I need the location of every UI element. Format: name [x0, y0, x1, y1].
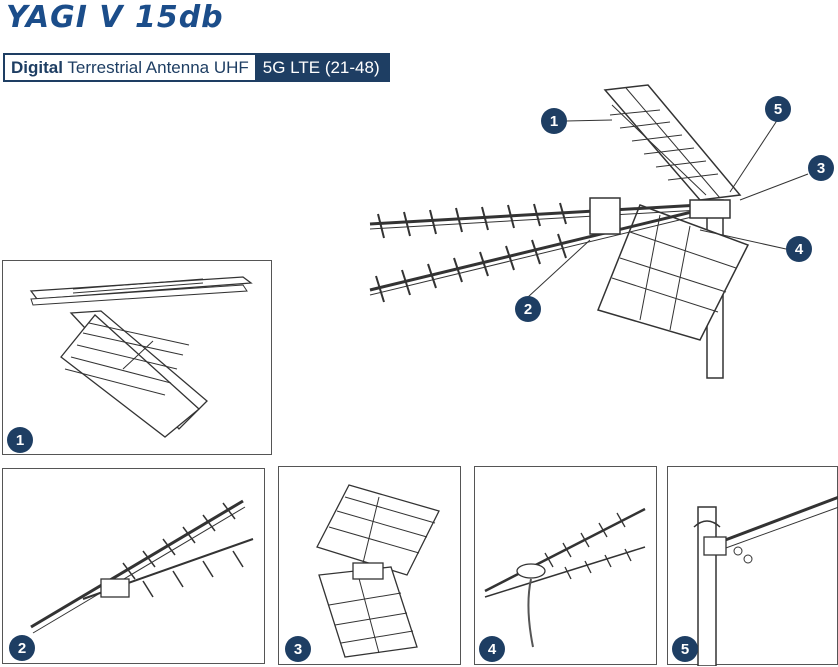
- subtitle-highlight: 5G LTE (21-48): [254, 55, 388, 80]
- step-badge-3: 3: [285, 636, 311, 662]
- upper-yagi-boom: [369, 203, 701, 230]
- product-title: YAGI V 15db: [6, 0, 224, 35]
- callout-badge-3: 3: [808, 155, 834, 181]
- step-panel-2: 2: [2, 468, 265, 664]
- upper-reflector: [603, 84, 742, 201]
- step-badge-4: 4: [479, 636, 505, 662]
- step-4-illustration: [484, 507, 646, 648]
- callout-badge-5: 5: [765, 96, 791, 122]
- step-2-illustration: [30, 499, 254, 634]
- step-badge-1: 1: [7, 427, 33, 453]
- product-subtitle: Digital Terrestrial Antenna UHF 5G LTE (…: [3, 53, 390, 82]
- step-panel-1: 1: [2, 260, 272, 455]
- step-badge-2: 2: [9, 635, 35, 661]
- callout-badge-4: 4: [786, 236, 812, 262]
- callout-badge-2: 2: [515, 296, 541, 322]
- callout-badge-1: 1: [541, 108, 567, 134]
- step-badge-5: 5: [672, 636, 698, 662]
- step-panel-3: 3: [278, 466, 461, 665]
- step-5-illustration: [693, 495, 838, 666]
- step-panel-4: 4: [474, 466, 657, 665]
- subtitle-bold: Digital: [11, 58, 63, 77]
- subtitle-rest: Terrestrial Antenna UHF: [67, 58, 249, 77]
- step-1-illustration: [29, 276, 253, 438]
- subtitle-description: Digital Terrestrial Antenna UHF: [5, 55, 255, 80]
- step-3-illustration: [316, 484, 440, 658]
- step-panel-5: 5: [667, 466, 838, 666]
- lower-reflector: [596, 204, 750, 341]
